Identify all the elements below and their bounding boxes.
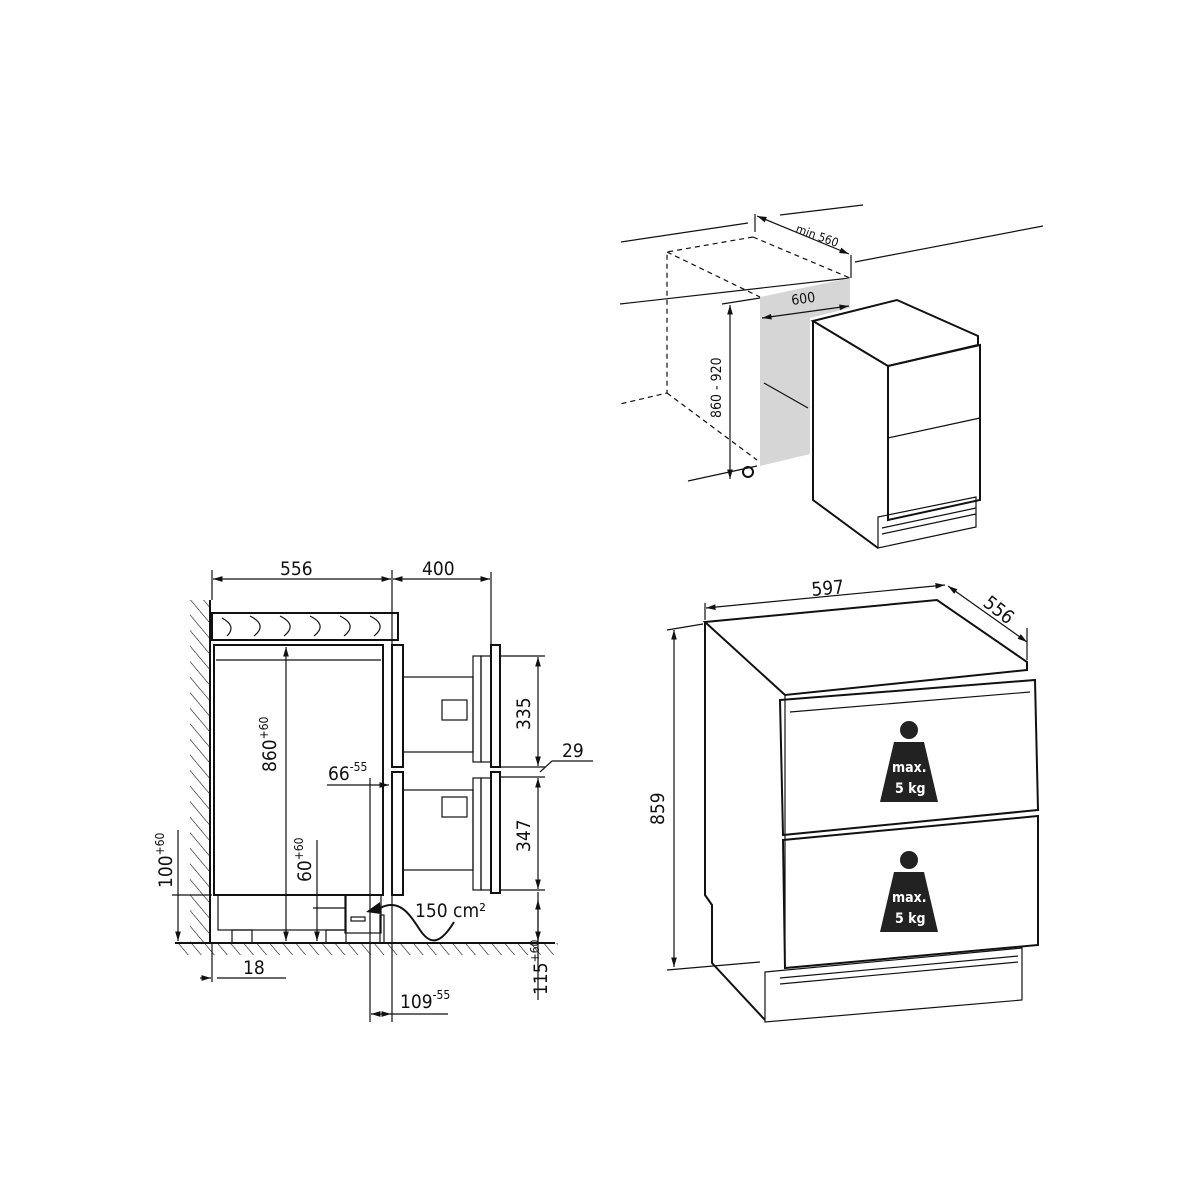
load-label: max. xyxy=(892,760,927,776)
airflow-arrowhead xyxy=(366,902,381,914)
dim-front-depth xyxy=(947,585,1028,643)
drawer-bracket xyxy=(441,796,468,818)
drawer-upper-front xyxy=(778,678,1040,837)
dim-width xyxy=(761,304,850,320)
niche-outline xyxy=(666,392,758,461)
weight-icon xyxy=(880,742,938,802)
dim-floor-clearance-label: 100+60 xyxy=(153,832,177,888)
side-section-view: 556 400 335 347 29 860+60 66-55 60+60 10… xyxy=(153,558,593,1022)
dim-front-depth-label: 556 xyxy=(979,592,1018,629)
airflow-arrow xyxy=(379,904,455,942)
drawer-bracket xyxy=(441,699,468,721)
dim-upper-drawer-label: 335 xyxy=(513,697,535,730)
grille-line xyxy=(881,507,977,529)
dim-cabinet-depth-label: 556 xyxy=(280,558,313,580)
appliance-side xyxy=(704,622,766,1021)
dim-gap-label: 29 xyxy=(562,740,584,762)
drawer-edge xyxy=(789,691,1031,713)
installation-perspective: min 560 600 860 - 920 xyxy=(619,204,1044,549)
floor-hatch xyxy=(178,943,558,955)
dim-wall-gap-label: 18 xyxy=(243,957,265,979)
dim-front-height-label: 859 xyxy=(647,792,669,825)
niche-outline xyxy=(619,236,754,405)
dim-lower-drawer-label: 347 xyxy=(513,819,535,852)
fridge-top xyxy=(810,298,979,368)
drawer-upper-open xyxy=(402,644,501,768)
vent-slot xyxy=(350,916,366,922)
plinth xyxy=(764,947,1023,1023)
wall-line xyxy=(854,225,1044,263)
leader-line xyxy=(539,760,553,773)
dim-depth-min-label: min 560 xyxy=(794,222,841,250)
wall-line xyxy=(620,222,749,243)
dim-base-height-label: 115+60 xyxy=(528,939,552,995)
fridge-plinth xyxy=(877,496,977,549)
dim-front-width-label: 597 xyxy=(811,576,845,601)
door-panel-lower xyxy=(391,771,404,896)
dim-front-width xyxy=(705,583,946,610)
dim-plinth-height-label: 60+60 xyxy=(292,837,316,882)
floor-line xyxy=(687,465,758,482)
drawer-divider xyxy=(887,417,981,439)
wood-grain xyxy=(221,615,381,637)
drawer-lower-front xyxy=(781,814,1039,970)
fridge-side xyxy=(812,321,879,549)
front-perspective-view: max. 5 kg max. 5 kg 597 556 859 xyxy=(647,576,1040,1023)
weight-icon-lower: max. 5 kg xyxy=(880,851,938,932)
wall-line xyxy=(619,277,851,305)
appliance-top xyxy=(702,598,1028,697)
drawer-lower-open xyxy=(402,771,501,894)
dim-height-range-label: 860 - 920 xyxy=(709,357,725,418)
wall-line xyxy=(779,204,864,216)
dim-drawer-extension-label: 400 xyxy=(422,558,455,580)
dim-extension xyxy=(721,297,761,305)
wall-hatch xyxy=(190,600,210,943)
dim-width-label: 600 xyxy=(790,290,816,309)
vent-grille xyxy=(344,894,382,934)
load-label: max. xyxy=(892,890,927,906)
dim-extension xyxy=(666,961,761,971)
load-label: 5 kg xyxy=(895,781,926,797)
dim-plinth-depth-label: 109-55 xyxy=(400,988,450,1013)
side-panel xyxy=(760,278,850,466)
grille-line xyxy=(779,955,1019,979)
foot-icon xyxy=(231,929,253,944)
dim-niche-height-label: 860+60 xyxy=(257,716,281,772)
countertop xyxy=(211,612,399,641)
door-panel-upper xyxy=(391,644,404,768)
dim-door-offset-label: 66-55 xyxy=(328,760,367,785)
weight-icon-upper: max. 5 kg xyxy=(880,721,938,802)
dim-depth-min xyxy=(756,215,850,255)
fridge-front xyxy=(887,343,981,522)
panel-line xyxy=(763,382,809,409)
ventilation-label: 150 cm² xyxy=(415,900,486,922)
foot-icon xyxy=(742,466,754,478)
foot-icon xyxy=(325,929,347,944)
weight-icon xyxy=(880,872,938,932)
load-label: 5 kg xyxy=(895,911,926,927)
dim-extension xyxy=(666,623,704,631)
appliance-base xyxy=(217,894,347,931)
plinth-panel xyxy=(379,914,385,944)
grille-line xyxy=(881,513,977,535)
grille-line xyxy=(779,961,1019,985)
